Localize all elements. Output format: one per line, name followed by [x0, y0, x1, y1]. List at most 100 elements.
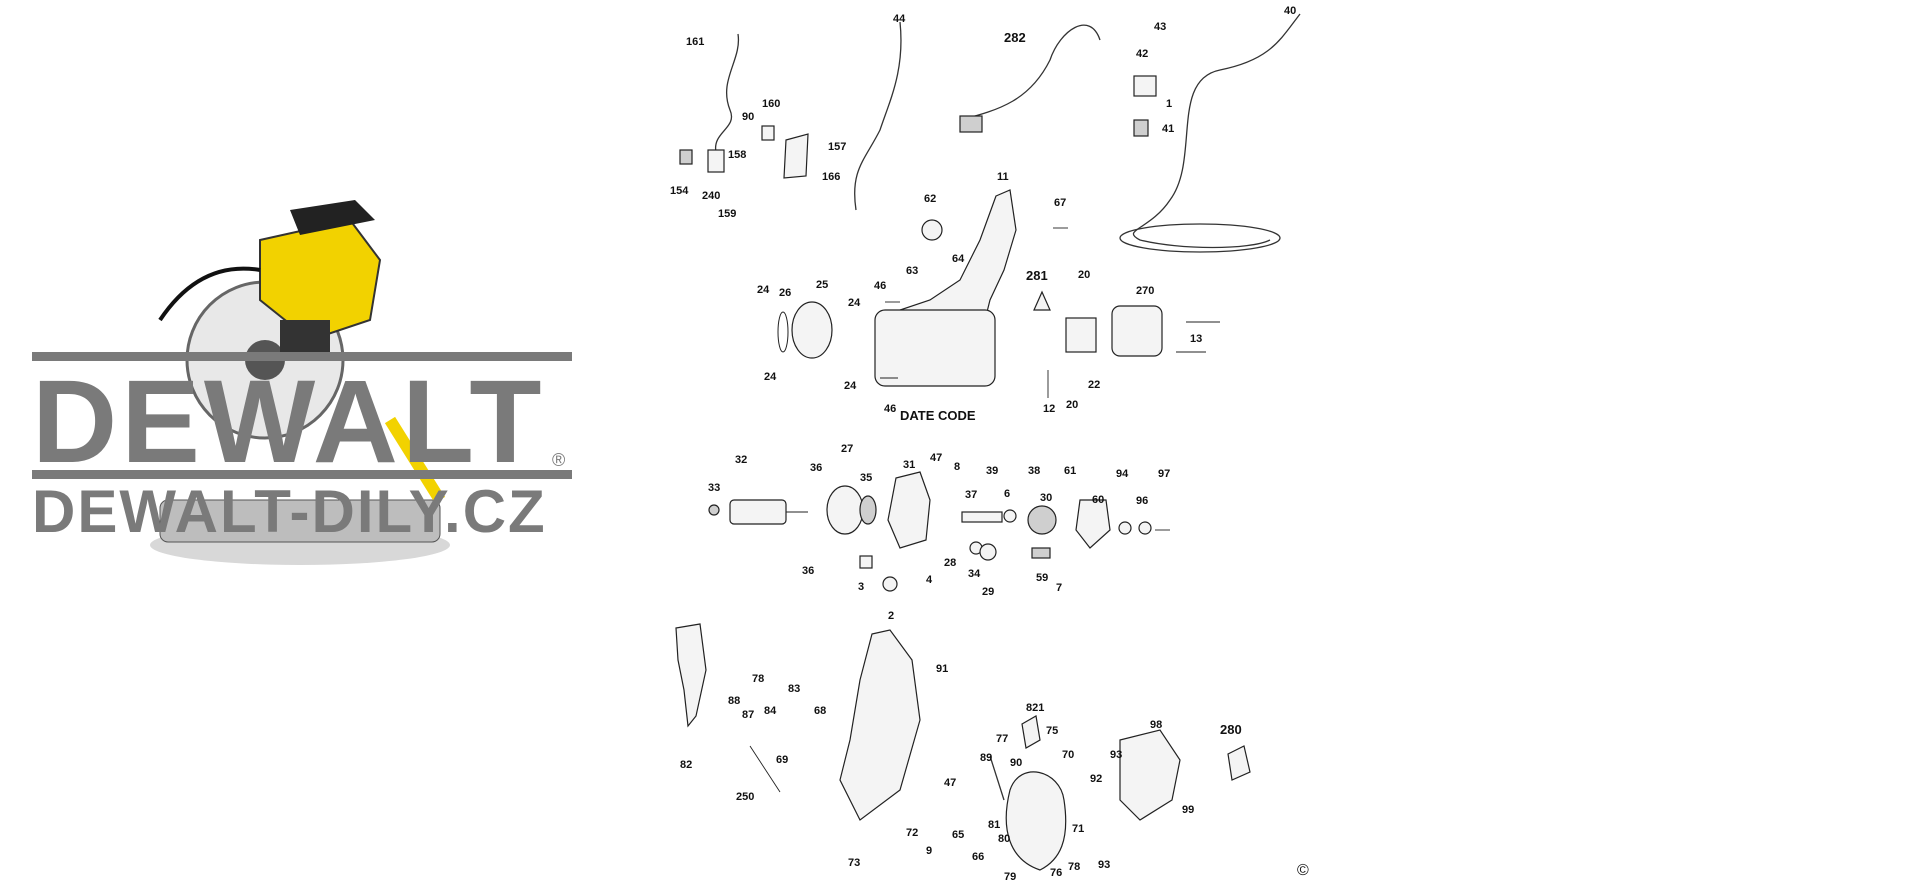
callout-26: 26 — [779, 287, 791, 299]
part-157-switch-body — [783, 133, 809, 179]
part-821-plate — [1021, 715, 1041, 749]
callout-24-a: 24 — [757, 284, 770, 296]
part-96-flange — [1138, 521, 1152, 535]
callout-46-bottom: 46 — [884, 403, 896, 415]
callout-24-b: 24 — [848, 297, 861, 309]
callout-91: 91 — [936, 663, 948, 675]
callout-78-bottom: 78 — [1068, 861, 1080, 873]
part-3-plate — [859, 555, 873, 569]
callout-61: 61 — [1064, 465, 1076, 477]
part-60-guard — [1075, 499, 1111, 549]
part-27-baffle — [826, 485, 864, 535]
date-code-label: DATE CODE — [900, 408, 976, 423]
callout-31: 31 — [903, 459, 915, 471]
callout-93-bottom: 93 — [1098, 859, 1110, 871]
callout-37: 37 — [965, 489, 977, 501]
callout-73: 73 — [848, 857, 860, 869]
callout-11: 11 — [997, 171, 1009, 183]
part-77-spring — [989, 755, 1005, 801]
callout-28: 28 — [944, 557, 956, 569]
callout-8: 8 — [954, 461, 960, 473]
callout-281: 281 — [1026, 268, 1048, 283]
logo-middle-band — [32, 470, 572, 479]
logo-top-band — [32, 352, 572, 361]
callout-240: 240 — [702, 190, 720, 202]
callout-41: 41 — [1162, 123, 1174, 135]
part-250-linkage — [749, 745, 781, 793]
callout-24-d: 24 — [844, 380, 857, 392]
callout-24-c: 24 — [764, 371, 777, 383]
callout-83: 83 — [788, 683, 800, 695]
callout-33: 33 — [708, 482, 720, 494]
callout-38: 38 — [1028, 465, 1040, 477]
callout-280: 280 — [1220, 722, 1242, 737]
callout-93-top: 93 — [1110, 749, 1122, 761]
callout-71: 71 — [1072, 823, 1084, 835]
part-94-washer — [1118, 521, 1132, 535]
part-59-spring — [1031, 547, 1051, 559]
callout-159: 159 — [718, 208, 736, 220]
saw-fence-arm — [384, 416, 446, 504]
callout-157: 157 — [828, 141, 846, 153]
callout-160: 160 — [762, 98, 780, 110]
callout-89: 89 — [980, 752, 992, 764]
callout-7: 7 — [1056, 582, 1062, 594]
part-61-gear — [1027, 505, 1057, 535]
callout-82: 82 — [680, 759, 692, 771]
callout-63: 63 — [906, 265, 918, 277]
part-82-handle — [675, 623, 707, 728]
callout-65: 65 — [952, 829, 964, 841]
callout-20-top: 20 — [1078, 269, 1090, 281]
part-240-bracket — [707, 149, 725, 173]
callout-81: 81 — [988, 819, 1000, 831]
part-32-armature — [729, 499, 787, 525]
saw-turntable — [159, 499, 441, 543]
callout-13: 13 — [1190, 333, 1202, 345]
callout-67: 67 — [1054, 197, 1066, 209]
callout-84: 84 — [764, 705, 777, 717]
part-75-lower-guard — [1005, 771, 1067, 871]
wiring-group — [679, 13, 1301, 253]
part-42-switch — [1133, 75, 1157, 97]
motor-housing-group — [777, 189, 1220, 398]
part-160-switch — [761, 125, 775, 141]
callout-90-bottom: 90 — [1010, 757, 1022, 769]
callout-96: 96 — [1136, 495, 1148, 507]
callout-76: 76 — [1050, 867, 1062, 879]
callout-75: 75 — [1046, 725, 1058, 737]
callout-43: 43 — [1154, 21, 1166, 33]
callout-87: 87 — [742, 709, 754, 721]
callout-36-bottom: 36 — [802, 565, 814, 577]
callout-80: 80 — [998, 833, 1010, 845]
callout-1: 1 — [1166, 98, 1172, 110]
callout-154: 154 — [670, 185, 689, 197]
callout-34: 34 — [968, 568, 981, 580]
miter-saw-illustration — [150, 200, 450, 565]
dewalt-logo: DEWALT ® DEWALT-DILY.CZ — [32, 352, 572, 542]
wire-harness-44 — [854, 21, 902, 211]
saw-handle — [290, 200, 375, 235]
callout-40: 40 — [1284, 5, 1296, 17]
callout-42: 42 — [1136, 48, 1148, 60]
callout-30: 30 — [1040, 492, 1052, 504]
callout-66: 66 — [972, 851, 984, 863]
callout-69: 69 — [776, 754, 788, 766]
callout-12: 12 — [1043, 403, 1055, 415]
callout-90-top: 90 — [742, 111, 754, 123]
callout-36-top: 36 — [810, 462, 822, 474]
motor-housing-body — [874, 309, 996, 387]
callout-39: 39 — [986, 465, 998, 477]
callout-158: 158 — [728, 149, 746, 161]
callout-60: 60 — [1092, 494, 1104, 506]
callout-22: 22 — [1088, 379, 1100, 391]
callout-79: 79 — [1004, 871, 1016, 880]
callout-99: 99 — [1182, 804, 1194, 816]
logo-site-name: DEWALT-DILY.CZ — [32, 478, 547, 545]
registered-mark: ® — [552, 450, 566, 470]
part-62-knob — [921, 219, 943, 241]
part-73-arm — [839, 629, 921, 821]
callout-2: 2 — [888, 610, 894, 622]
callout-250: 250 — [736, 791, 754, 803]
part-270-field — [1111, 305, 1163, 357]
